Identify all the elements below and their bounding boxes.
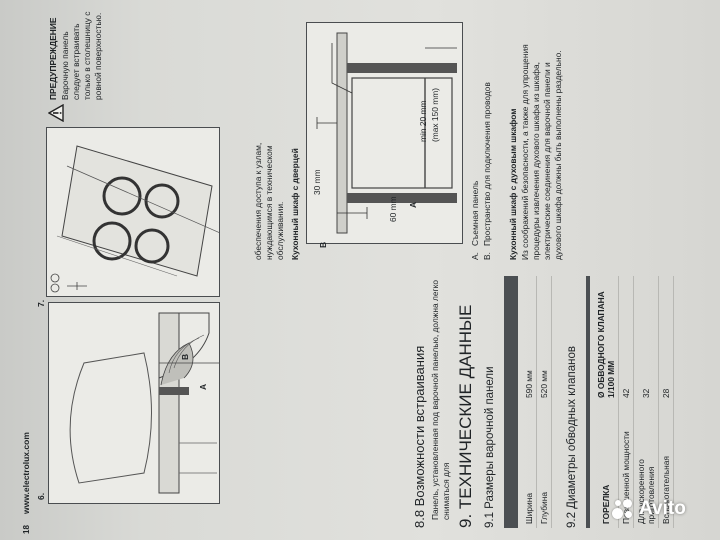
table-row: Повышенной мощности 42 <box>618 276 634 528</box>
table-cell-label: Глубина <box>539 492 549 524</box>
avito-logo-icon <box>612 498 634 520</box>
figure-7-burner-4 <box>144 183 180 219</box>
table-row: Вспомогательная 28 <box>658 276 674 528</box>
table-cell-value: 32 <box>641 388 651 398</box>
figure-6-seal <box>159 387 189 395</box>
table-cell-value: 42 <box>621 388 631 398</box>
dimensions-table-header-bar <box>504 276 518 528</box>
figure-6-label-a: A <box>198 383 208 390</box>
door-cabinet-label-b: B <box>318 241 328 248</box>
warning-icon <box>48 104 64 122</box>
figure-6 <box>48 302 239 504</box>
fig6-continuation-text: обеспечения доступа к узлам, нуждающимся… <box>253 142 285 260</box>
page-number: 18 <box>22 525 31 534</box>
avito-watermark-text: Avito <box>639 498 686 519</box>
section-8-8-heading: 8.8 Возможности встраивания <box>412 345 427 528</box>
table-header-diameter: Ø ОБВОДНОГО КЛАПАНА 1/100 ММ <box>596 291 616 398</box>
bypass-table-header-bar <box>586 276 590 528</box>
door-cabinet-title: Кухонный шкаф с дверцей <box>290 148 300 260</box>
door-cabinet-drawing <box>307 23 462 243</box>
figure-7-number: 7. <box>36 299 46 307</box>
table-row: Для ускоренного приготовления 32 <box>633 276 659 528</box>
dimensions-table: Ширина 590 мм Глубина 520 мм <box>522 276 552 528</box>
section-9-2-heading: 9.2 Диаметры обводных клапанов <box>566 346 578 528</box>
door-cabinet-hob-body <box>351 77 453 189</box>
table-cell-label: Ширина <box>524 493 534 524</box>
table-cell-value: 520 мм <box>539 370 549 398</box>
figure-6-pot <box>69 352 152 484</box>
figure-7 <box>46 127 228 297</box>
door-cabinet-worktop <box>336 32 348 234</box>
figure-6-worktop <box>158 312 180 494</box>
dim-60mm: 60 mm <box>388 196 398 222</box>
door-cabinet-figure <box>306 22 463 244</box>
figure-6-drawing <box>49 303 239 503</box>
table-cell-value: 590 мм <box>524 370 534 398</box>
dim-30mm: 30 mm <box>312 169 322 195</box>
table-cell-value: 28 <box>661 388 671 398</box>
legend-b-text: Пространство для подключения проводов <box>482 82 492 246</box>
figure-6-number: 6. <box>36 492 46 500</box>
legend-b-key: B. <box>482 252 492 260</box>
figure-7-burner-1 <box>92 221 132 261</box>
section-9-heading: 9. ТЕХНИЧЕСКИЕ ДАННЫЕ <box>456 304 475 528</box>
figure-7-burner-3 <box>134 228 170 264</box>
section-9-1-heading: 9.1 Размеры варочной панели <box>484 366 496 528</box>
door-cabinet-side <box>347 193 457 203</box>
oven-cabinet-title: Кухонный шкаф с духовым шкафом <box>508 108 518 260</box>
site-url: www.electrolux.com <box>21 432 31 514</box>
warning-title: ПРЕДУПРЕЖДЕНИЕ <box>48 17 58 100</box>
table-header-row: ГОРЕЛКА Ø ОБВОДНОГО КЛАПАНА 1/100 ММ <box>594 276 619 528</box>
oven-cabinet-body: Из соображений безопасности, а также для… <box>520 44 563 260</box>
figure-6-label-b: B <box>180 353 190 360</box>
figure-7-drawing <box>47 128 228 296</box>
dim-max150mm: (max 150 mm) <box>430 88 440 142</box>
door-cabinet-label-a: A <box>408 201 418 208</box>
legend-a-key: A. <box>470 252 480 260</box>
table-row: Глубина 520 мм <box>536 276 552 528</box>
table-row: Ширина 590 мм <box>522 276 537 528</box>
dim-min20mm: min 20 mm <box>418 100 428 142</box>
warning-body: Варочную панель следует встраивать тольк… <box>60 11 103 100</box>
figure-7-burner-2 <box>102 176 142 216</box>
bypass-table: ГОРЕЛКА Ø ОБВОДНОГО КЛАПАНА 1/100 ММ Пов… <box>594 276 674 528</box>
section-8-8-body: Панель, установленная под варочной панел… <box>430 280 451 520</box>
avito-watermark: Avito <box>612 498 686 520</box>
legend-a-text: Съемная панель <box>470 180 480 246</box>
figure-7-hob <box>61 145 213 277</box>
